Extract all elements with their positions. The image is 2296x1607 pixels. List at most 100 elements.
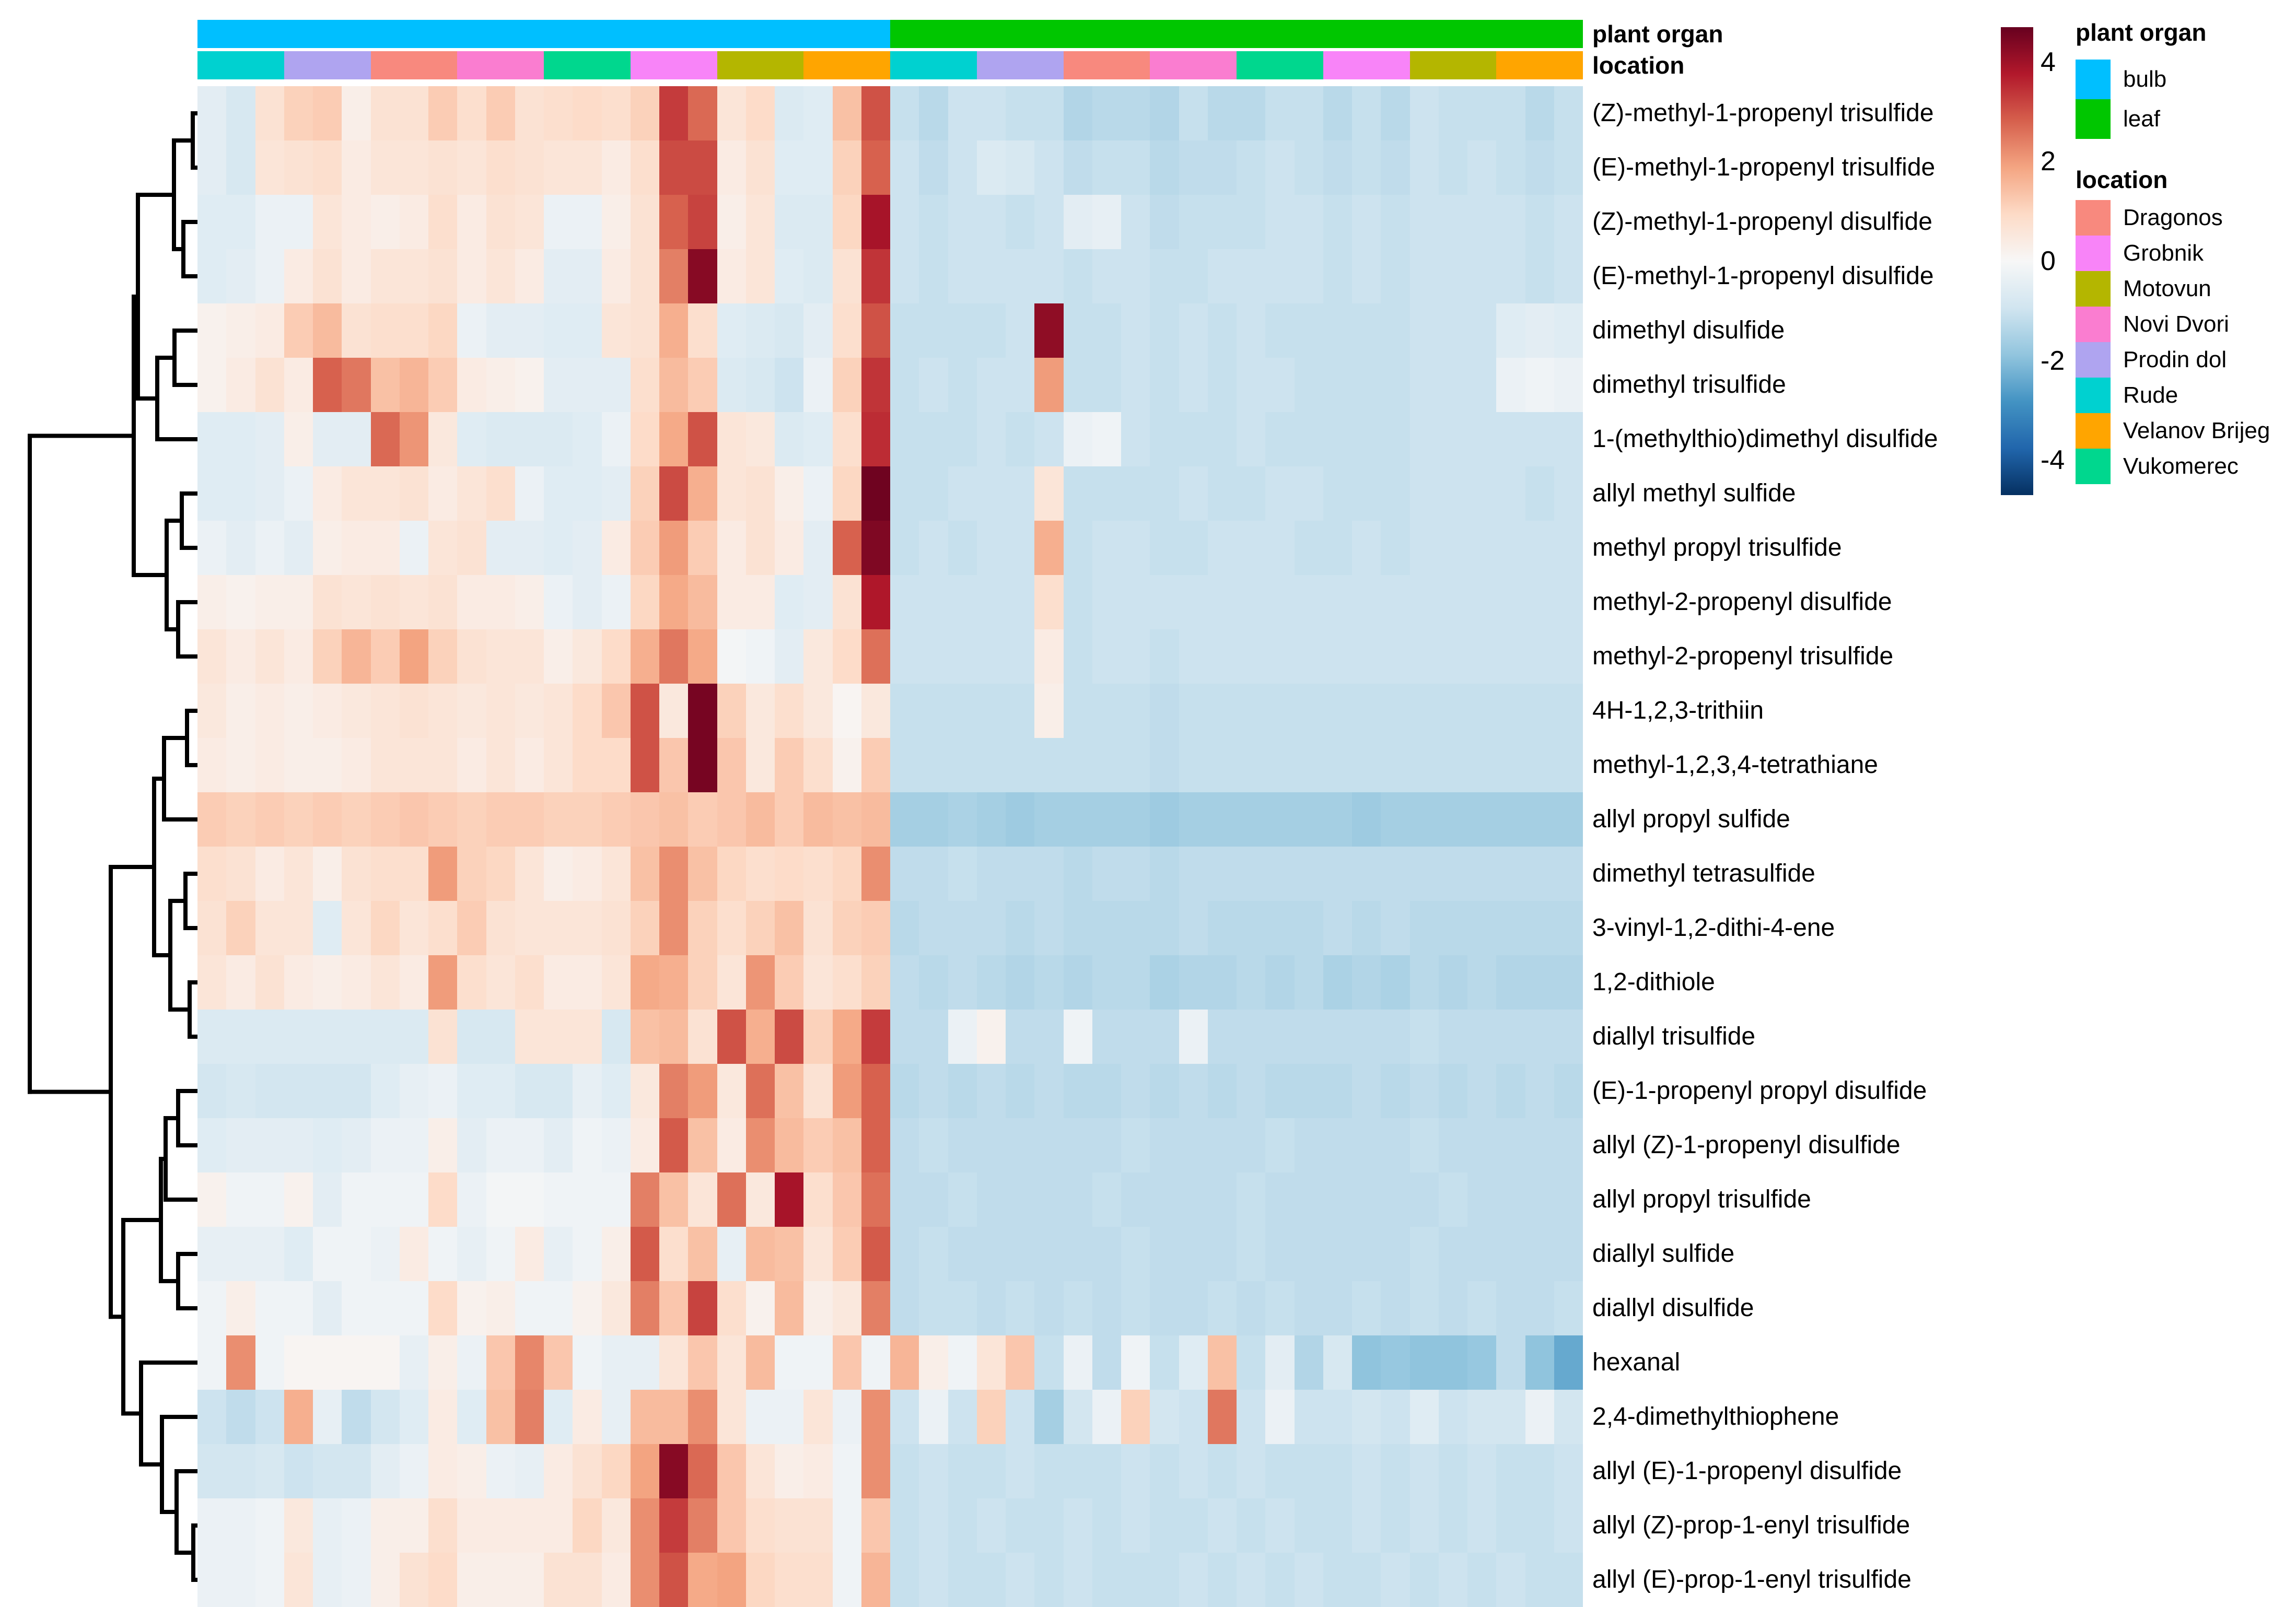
heatmap-cell bbox=[775, 1444, 804, 1498]
heatmap-cell bbox=[1409, 1227, 1439, 1281]
row-label: allyl (E)-1-propenyl disulfide bbox=[1592, 1457, 1902, 1485]
heatmap-cell bbox=[255, 792, 284, 847]
heatmap-cell bbox=[745, 303, 775, 358]
heatmap-cell bbox=[890, 1172, 919, 1227]
heatmap-cell bbox=[342, 412, 371, 466]
heatmap-cell bbox=[457, 1498, 486, 1553]
heatmap-cell bbox=[226, 847, 255, 901]
heatmap-cell bbox=[1237, 140, 1266, 195]
row-label: allyl (E)-prop-1-enyl trisulfide bbox=[1592, 1566, 1912, 1593]
heatmap-cell bbox=[775, 195, 804, 249]
heatmap-cell bbox=[659, 684, 689, 738]
heatmap-cell bbox=[601, 1444, 631, 1498]
heatmap-cell bbox=[399, 738, 428, 792]
heatmap-cell bbox=[284, 1064, 313, 1118]
heatmap-cell bbox=[1006, 195, 1035, 249]
heatmap-cell bbox=[1525, 140, 1554, 195]
heatmap-cell bbox=[1467, 412, 1497, 466]
heatmap-cell bbox=[226, 1553, 255, 1607]
heatmap-cell bbox=[197, 955, 227, 1010]
heatmap-cell bbox=[1323, 684, 1352, 738]
heatmap-cell bbox=[226, 1227, 255, 1281]
heatmap-cell bbox=[1121, 847, 1150, 901]
heatmap-cell bbox=[1467, 955, 1497, 1010]
heatmap-cell bbox=[1179, 901, 1208, 955]
heatmap-cell bbox=[1006, 575, 1035, 629]
heatmap-cell bbox=[399, 1335, 428, 1390]
colorbar-tick-label: -2 bbox=[2041, 345, 2065, 376]
heatmap-cell bbox=[1409, 1553, 1439, 1607]
heatmap-cell bbox=[1150, 1281, 1179, 1335]
heatmap-cell bbox=[399, 1010, 428, 1064]
heatmap-cell bbox=[370, 358, 400, 412]
heatmap-cell bbox=[1467, 1118, 1497, 1172]
heatmap-cell bbox=[486, 1010, 515, 1064]
heatmap-cell bbox=[197, 792, 227, 847]
heatmap-cell bbox=[803, 1118, 833, 1172]
heatmap-cell bbox=[1323, 1390, 1352, 1444]
heatmap-cell bbox=[775, 738, 804, 792]
heatmap-cell bbox=[745, 466, 775, 521]
heatmap-cell bbox=[573, 1553, 602, 1607]
heatmap-cell bbox=[803, 466, 833, 521]
heatmap-cell bbox=[745, 358, 775, 412]
heatmap-cell bbox=[1121, 358, 1150, 412]
heatmap-cell bbox=[976, 1390, 1006, 1444]
heatmap-cell bbox=[1467, 629, 1497, 684]
heatmap-cell bbox=[1381, 1335, 1410, 1390]
heatmap-cell bbox=[1323, 1010, 1352, 1064]
heatmap-cell bbox=[688, 303, 717, 358]
heatmap-cell bbox=[313, 792, 342, 847]
heatmap-cell bbox=[284, 1444, 313, 1498]
heatmap-cell bbox=[1467, 521, 1497, 575]
heatmap-cell bbox=[803, 521, 833, 575]
heatmap-cell bbox=[1237, 249, 1266, 303]
heatmap-cell bbox=[1323, 1281, 1352, 1335]
heatmap-cell bbox=[313, 1064, 342, 1118]
heatmap-cell bbox=[803, 684, 833, 738]
heatmap-cell bbox=[803, 955, 833, 1010]
heatmap-cell bbox=[342, 792, 371, 847]
heatmap-cell bbox=[1092, 521, 1121, 575]
heatmap-cell bbox=[1265, 1064, 1295, 1118]
heatmap-cell bbox=[515, 901, 544, 955]
heatmap-cell bbox=[1150, 195, 1179, 249]
heatmap-cell bbox=[1409, 792, 1439, 847]
heatmap-cell bbox=[1207, 575, 1237, 629]
heatmap-cell bbox=[832, 195, 861, 249]
heatmap-cell bbox=[919, 249, 948, 303]
heatmap-cell bbox=[630, 847, 659, 901]
heatmap-cell bbox=[1352, 1553, 1381, 1607]
heatmap-cell bbox=[1092, 1118, 1121, 1172]
heatmap-cell bbox=[919, 792, 948, 847]
heatmap-cell bbox=[1063, 249, 1092, 303]
heatmap-cell bbox=[1265, 140, 1295, 195]
heatmap-cell bbox=[1265, 955, 1295, 1010]
heatmap-cell bbox=[1265, 195, 1295, 249]
heatmap-cell bbox=[1352, 792, 1381, 847]
heatmap-cell bbox=[226, 195, 255, 249]
heatmap-cell bbox=[284, 1281, 313, 1335]
heatmap-cell bbox=[544, 140, 573, 195]
heatmap-cell bbox=[1438, 412, 1467, 466]
heatmap-cell bbox=[1237, 1553, 1266, 1607]
heatmap-cell bbox=[1409, 629, 1439, 684]
heatmap-cell bbox=[1063, 738, 1092, 792]
heatmap-cell bbox=[226, 1335, 255, 1390]
heatmap-cell bbox=[1063, 1064, 1092, 1118]
heatmap-cell bbox=[1265, 1281, 1295, 1335]
heatmap-cell bbox=[1525, 684, 1554, 738]
heatmap-cell bbox=[428, 249, 458, 303]
heatmap-cell bbox=[1381, 955, 1410, 1010]
heatmap-cell bbox=[832, 140, 861, 195]
heatmap-cell bbox=[659, 86, 689, 140]
heatmap-cell bbox=[1150, 1335, 1179, 1390]
heatmap-cell bbox=[1121, 1390, 1150, 1444]
heatmap-cell bbox=[1467, 847, 1497, 901]
row-label: (Z)-methyl-1-propenyl trisulfide bbox=[1592, 99, 1934, 127]
heatmap-cell bbox=[457, 1444, 486, 1498]
heatmap-cell bbox=[486, 955, 515, 1010]
heatmap-cell bbox=[948, 521, 977, 575]
heatmap-cell bbox=[717, 575, 746, 629]
heatmap-cell bbox=[370, 303, 400, 358]
